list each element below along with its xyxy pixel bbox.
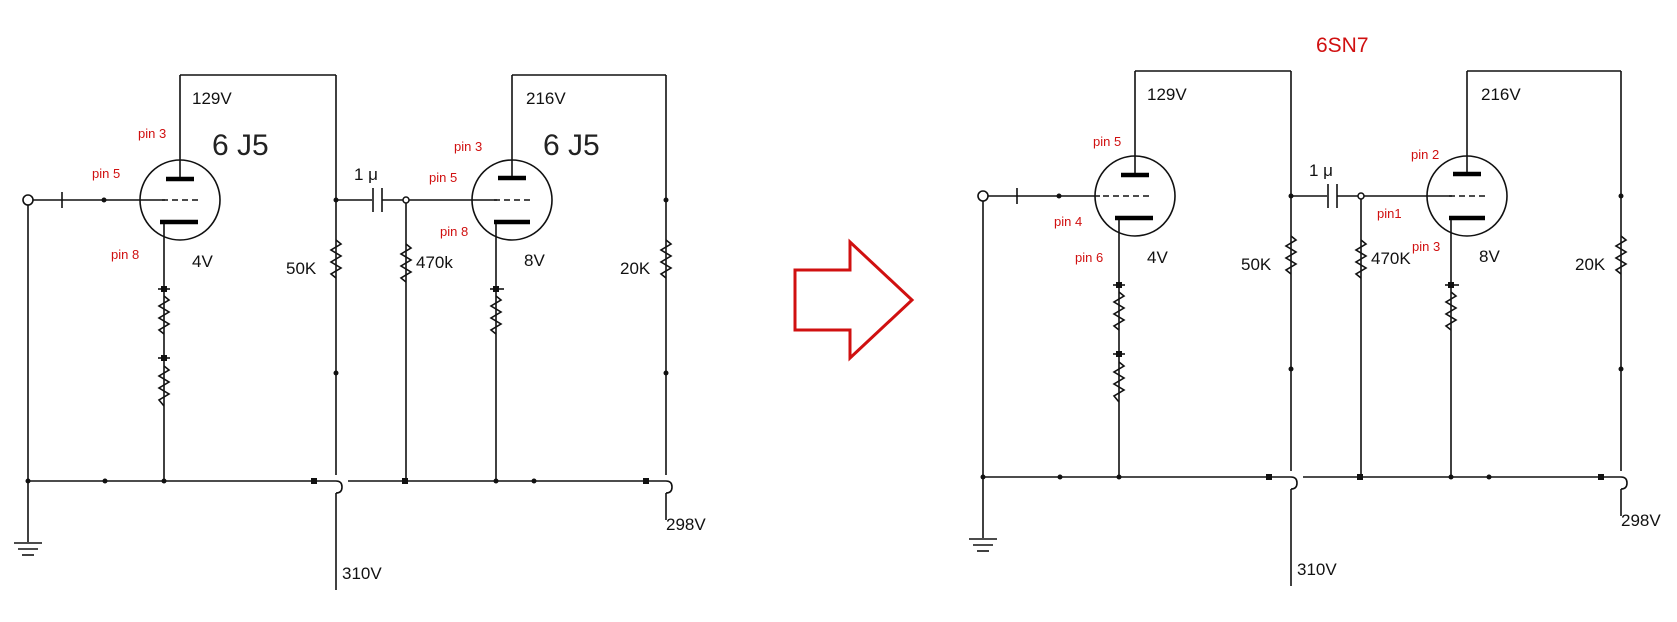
- right-pin-cathode1: pin 6: [1075, 250, 1103, 265]
- right-r-plate2: 20K: [1575, 255, 1606, 274]
- left-voltage-supply-mid: 310V: [342, 564, 382, 583]
- left-voltage-supply-right: 298V: [666, 515, 706, 534]
- right-voltage-cathode1: 4V: [1147, 248, 1168, 267]
- left-cap-label: 1 μ: [354, 165, 378, 184]
- right-pin-plate2: pin 2: [1411, 147, 1439, 162]
- left-voltage-plate1: 129V: [192, 89, 232, 108]
- left-r-plate1: 50K: [286, 259, 317, 278]
- left-pin-grid2: pin 5: [429, 170, 457, 185]
- left-pin-plate2: pin 3: [454, 139, 482, 154]
- right-voltage-supply-mid: 310V: [1297, 560, 1337, 579]
- right-pin-grid2: pin1: [1377, 206, 1402, 221]
- right-cap-label: 1 μ: [1309, 161, 1333, 180]
- left-schematic: 6 J5 6 J5 129V 216V 4V 8V 310V 298V 1 μ …: [14, 74, 706, 590]
- right-title: 6SN7: [1316, 34, 1369, 57]
- right-r-plate1: 50K: [1241, 255, 1272, 274]
- left-voltage-plate2: 216V: [526, 89, 566, 108]
- right-voltage-cathode2: 8V: [1479, 247, 1500, 266]
- right-arrow-icon: [793, 238, 915, 362]
- left-pin-cathode2: pin 8: [440, 224, 468, 239]
- left-tube-label-2: 6 J5: [543, 129, 600, 162]
- left-voltage-cathode2: 8V: [524, 251, 545, 270]
- left-pin-plate1: pin 3: [138, 126, 166, 141]
- left-pin-grid1: pin 5: [92, 166, 120, 181]
- left-r-grid2: 470k: [416, 253, 453, 272]
- left-tube-label-1: 6 J5: [212, 129, 269, 162]
- input-jack-icon: [22, 194, 34, 206]
- right-pin-cathode2: pin 3: [1412, 239, 1440, 254]
- input-jack-icon: [977, 190, 989, 202]
- right-r-grid2: 470K: [1371, 249, 1411, 268]
- left-r-plate2: 20K: [620, 259, 651, 278]
- right-voltage-plate1: 129V: [1147, 85, 1187, 104]
- ground-icon: [14, 531, 42, 556]
- left-pin-cathode1: pin 8: [111, 247, 139, 262]
- right-schematic: 6SN7 129V 216V 4V 8V 310V 298V 1 μ 50K 4…: [969, 34, 1661, 586]
- right-voltage-supply-right: 298V: [1621, 511, 1661, 530]
- right-voltage-plate2: 216V: [1481, 85, 1521, 104]
- right-pin-plate1: pin 5: [1093, 134, 1121, 149]
- ground-icon: [969, 527, 997, 552]
- left-voltage-cathode1: 4V: [192, 252, 213, 271]
- right-pin-grid1: pin 4: [1054, 214, 1082, 229]
